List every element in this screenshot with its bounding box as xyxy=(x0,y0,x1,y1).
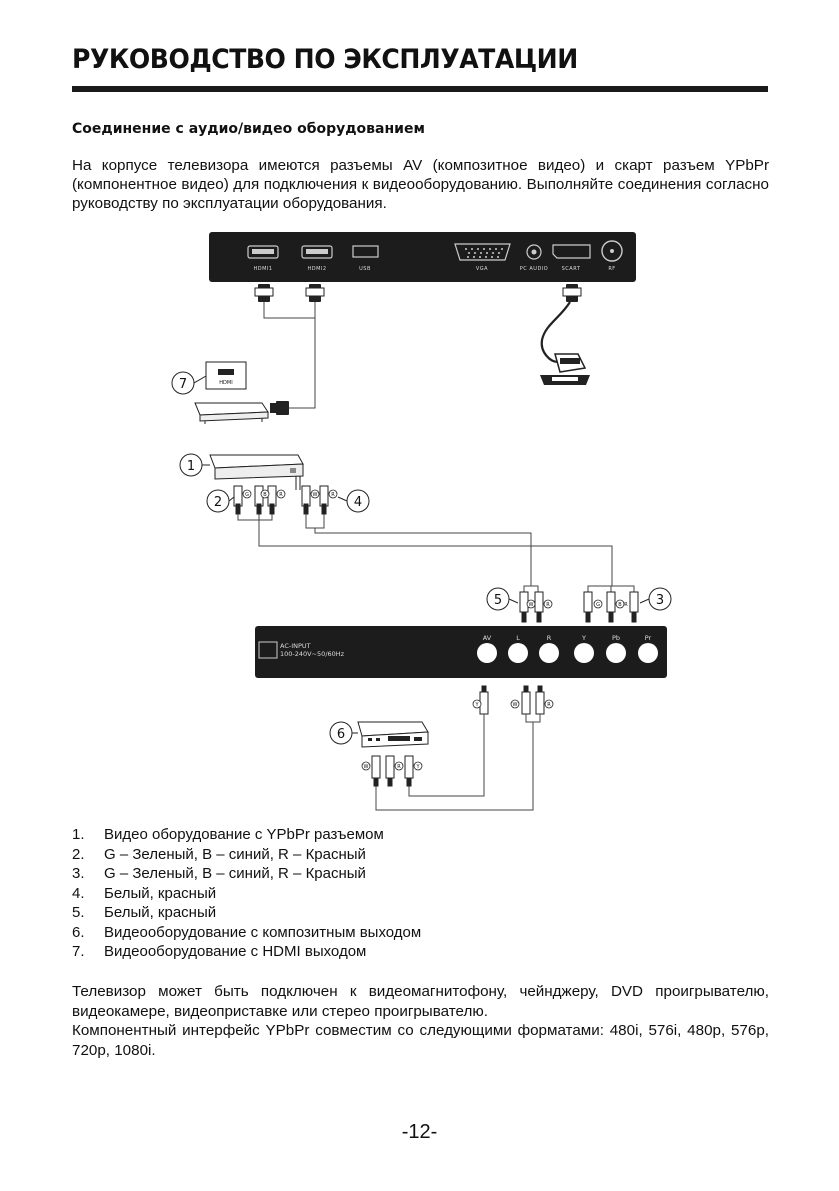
svg-text:100-240V~50/60Hz: 100-240V~50/60Hz xyxy=(280,650,345,658)
legend-item: 2.G – Зеленый, B – синий, R – Красный xyxy=(72,845,366,863)
svg-text:HDMI1: HDMI1 xyxy=(253,266,272,272)
svg-text:6: 6 xyxy=(337,727,345,742)
svg-text:R: R xyxy=(624,602,628,608)
formats-paragraph: Компонентный интерфейс YPbPr совместим с… xyxy=(72,1022,769,1059)
intro-paragraph: На корпусе телевизора имеются разъемы AV… xyxy=(72,157,769,212)
tv-bottom-panel: AC-INPUT 100-240V~50/60Hz AV L R Y Pb Pr xyxy=(255,626,667,678)
svg-text:W: W xyxy=(513,702,518,708)
page-number: -12- xyxy=(401,1121,438,1143)
svg-text:AV: AV xyxy=(483,634,492,642)
svg-text:R: R xyxy=(547,634,552,642)
svg-text:HDMI: HDMI xyxy=(219,380,232,386)
svg-text:Y: Y xyxy=(581,634,586,642)
svg-text:4: 4 xyxy=(354,495,362,510)
hdmi-device: HDMI xyxy=(194,361,289,424)
rca-group-2 xyxy=(233,485,277,515)
tv-top-panel: HDMI1 HDMI2 USB VGA PC AUDIO SCART RF xyxy=(209,232,636,282)
svg-text:W: W xyxy=(529,602,534,608)
legend-item: 6.Видеооборудование с композитным выходо… xyxy=(72,923,422,941)
svg-text:B: B xyxy=(263,492,267,498)
ypbpr-device xyxy=(209,454,304,490)
svg-text:USB: USB xyxy=(359,266,371,272)
svg-text:W: W xyxy=(364,764,369,770)
svg-text:R: R xyxy=(546,602,550,608)
legend-item: 1.Видео оборудование с YPbPr разъемом xyxy=(72,826,384,843)
legend-item: 5.Белый, красный xyxy=(72,904,217,921)
svg-text:G: G xyxy=(596,602,600,608)
composite-device xyxy=(357,721,429,748)
svg-text:B: B xyxy=(618,602,622,608)
svg-text:R: R xyxy=(397,764,401,770)
legend-list: 1.Видео оборудование с YPbPr разъемом 2.… xyxy=(72,826,421,963)
svg-text:VGA: VGA xyxy=(476,266,488,272)
legend-item: 4.Белый, красный xyxy=(72,884,217,902)
compatibility-paragraph: Телевизор может быть подключен к видеома… xyxy=(72,983,769,1020)
legend-item: 3.G – Зеленый, B – синий, R – Красный xyxy=(72,865,366,882)
svg-text:7: 7 xyxy=(179,377,187,392)
scart-cable xyxy=(540,284,590,385)
svg-text:AC-INPUT: AC-INPUT xyxy=(280,642,311,650)
title-rule xyxy=(72,86,768,92)
svg-text:R: R xyxy=(279,492,283,498)
svg-text:G: G xyxy=(245,492,249,498)
svg-text:5: 5 xyxy=(494,593,502,608)
svg-text:2: 2 xyxy=(214,495,222,510)
svg-text:Pb: Pb xyxy=(612,634,620,642)
svg-text:Pr: Pr xyxy=(645,634,652,642)
svg-text:R: R xyxy=(547,702,551,708)
svg-text:W: W xyxy=(313,492,318,498)
hdmi-plugs xyxy=(254,284,325,302)
svg-text:Y: Y xyxy=(415,764,420,770)
page-title: РУКОВОДСТВО ПО ЭКСПЛУАТАЦИИ xyxy=(72,44,578,75)
legend-item: 7.Видеооборудование с HDMI выходом xyxy=(72,943,367,960)
svg-text:3: 3 xyxy=(656,593,664,608)
svg-text:1: 1 xyxy=(187,459,195,474)
svg-text:R: R xyxy=(331,492,335,498)
svg-text:L: L xyxy=(516,634,520,642)
svg-text:HDMI2: HDMI2 xyxy=(307,266,326,272)
section-heading: Соединение с аудио/видео оборудованием xyxy=(72,121,425,137)
svg-text:SCART: SCART xyxy=(562,266,581,272)
svg-text:Y: Y xyxy=(474,702,479,708)
svg-text:PC AUDIO: PC AUDIO xyxy=(520,266,548,272)
svg-text:RF: RF xyxy=(608,266,615,272)
